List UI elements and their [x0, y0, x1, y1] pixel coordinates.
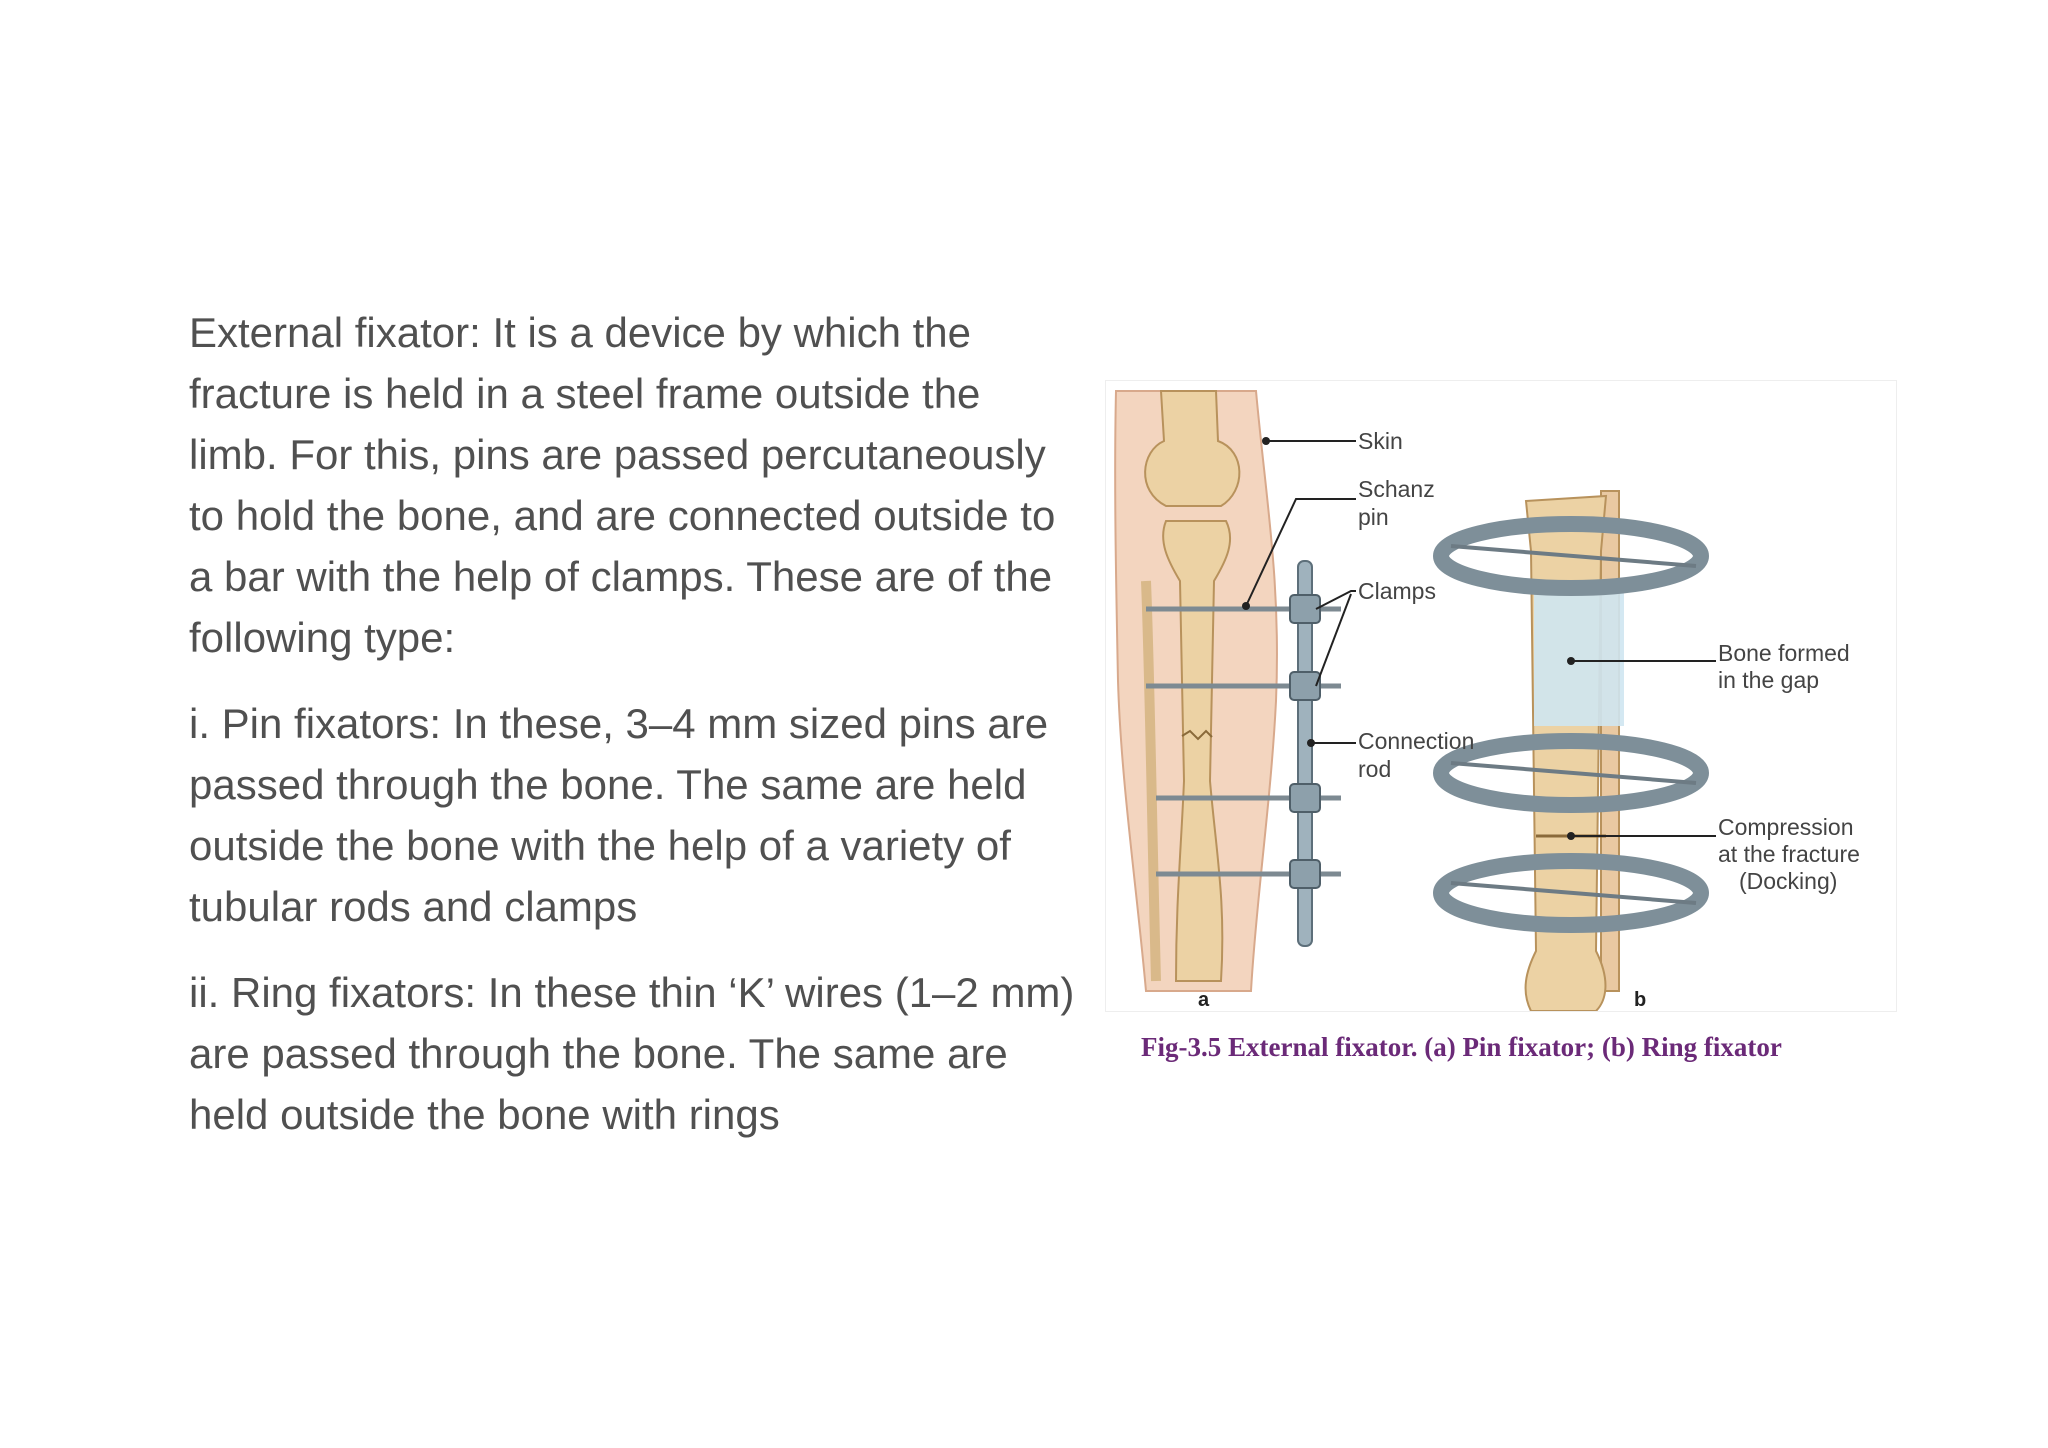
label-compression-3: (Docking)	[1739, 868, 1837, 894]
label-compression-2: at the fracture	[1718, 841, 1860, 867]
label-compression-1: Compression	[1718, 814, 1854, 840]
panel-label-b: b	[1634, 989, 1646, 1011]
ring-fixator-illustration	[1433, 490, 1709, 1011]
paragraph-intro: External fixator: It is a device by whic…	[189, 309, 1056, 661]
paragraph-pin-fixators: i. Pin fixators: In these, 3–4 mm sized …	[189, 700, 1049, 930]
label-bone-formed-2: in the gap	[1718, 667, 1819, 693]
leader-lines-b	[1571, 660, 1716, 837]
panel-label-a: a	[1198, 989, 1210, 1011]
label-bone-formed-1: Bone formed	[1718, 640, 1850, 666]
leader-lines-a	[1245, 440, 1356, 744]
label-clamps: Clamps	[1358, 578, 1436, 604]
external-fixator-figure: Skin Schanz pin Clamps Connection rod Bo…	[1105, 380, 1897, 1012]
label-schanz-1: Schanz	[1358, 476, 1435, 502]
label-schanz-2: pin	[1358, 504, 1389, 530]
figure-caption: Fig-3.5 External fixator. (a) Pin fixato…	[1141, 1032, 1782, 1062]
body-text: External fixator: It is a device by whic…	[189, 302, 1119, 1170]
fixator-illustration: Skin Schanz pin Clamps Connection rod Bo…	[1114, 390, 1860, 1011]
pin-fixator-illustration	[1114, 390, 1341, 992]
label-connection-2: rod	[1358, 756, 1391, 782]
label-connection-1: Connection	[1358, 728, 1474, 754]
paragraph-ring-fixators: ii. Ring fixators: In these thin ‘K’ wir…	[189, 969, 1075, 1138]
label-skin: Skin	[1358, 428, 1403, 454]
